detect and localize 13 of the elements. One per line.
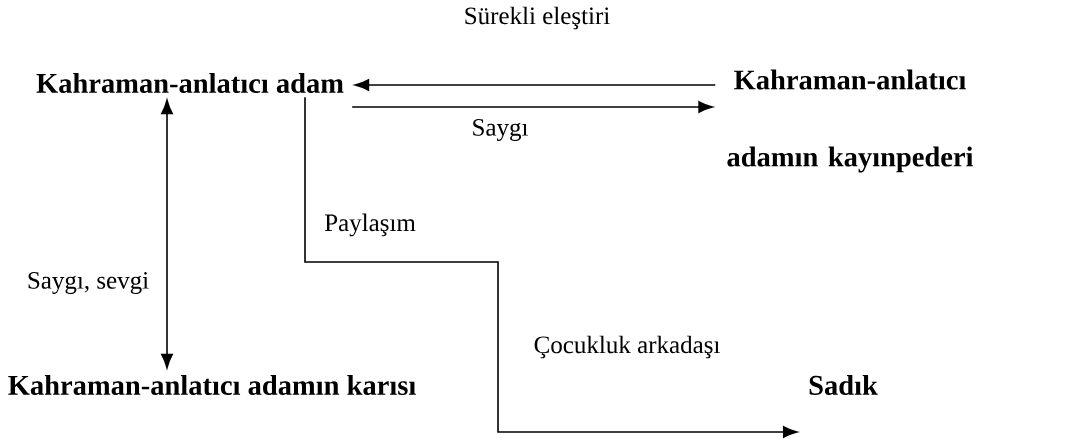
relation-label: Çocukluk arkadaşı: [534, 335, 720, 359]
edge-label: Sürekli eleştiri: [462, 5, 612, 31]
arrow: [351, 101, 713, 113]
edge-label: Saygı: [470, 118, 530, 142]
edge-label: Saygı, sevgi: [25, 271, 151, 295]
node-label: Kahraman-anlatıcı adam: [36, 72, 344, 93]
arrow: [161, 99, 173, 369]
node-label: Kahraman-anlatıcı adamın kayınpederi: [727, 69, 974, 173]
node-label: Kahraman-anlatıcı adamın karısı: [8, 374, 416, 395]
node-label: Sadık: [809, 374, 878, 395]
arrow: [354, 79, 717, 91]
edge-label: Paylaşım: [323, 212, 417, 238]
arrow: [304, 96, 798, 438]
